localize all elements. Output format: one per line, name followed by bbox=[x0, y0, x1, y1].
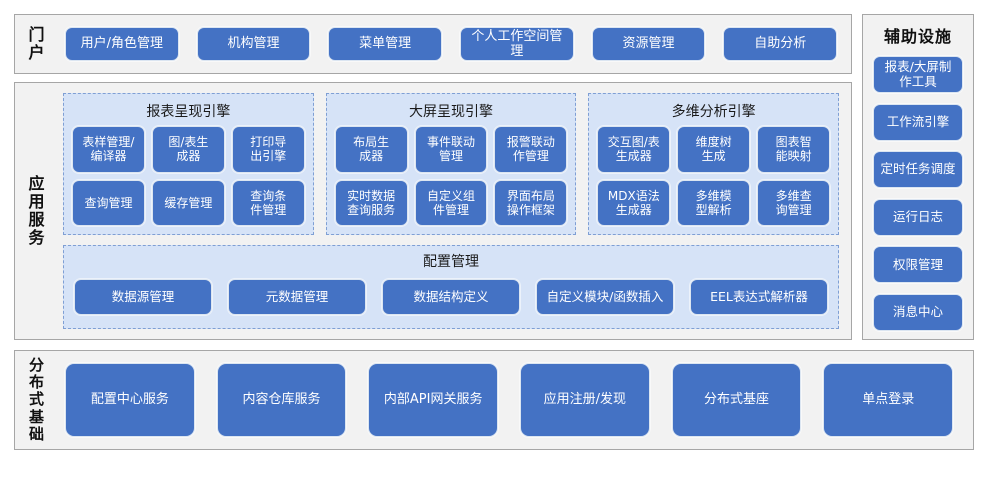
portal-item-org[interactable]: 机构管理 bbox=[196, 27, 311, 61]
application-services-label: 应 用 服 务 bbox=[28, 173, 46, 248]
report-item-cache-manager[interactable]: 缓存管理 bbox=[151, 179, 225, 226]
engine-grid-report: 表样管理/ 编译器 图/表生 成器 打印导 出引擎 查询管理 缓存管理 查询条 … bbox=[72, 126, 305, 226]
config-management-title: 配置管理 bbox=[423, 254, 479, 270]
config-item-datasource[interactable]: 数据源管理 bbox=[74, 279, 212, 315]
engines-row: 报表呈现引擎 表样管理/ 编译器 图/表生 成器 打印导 出引擎 查询管理 缓存… bbox=[63, 93, 840, 235]
aux-item-runtime-log[interactable]: 运行日志 bbox=[873, 198, 963, 236]
bigscreen-item-ui-layout-framework[interactable]: 界面布局 操作框架 bbox=[494, 179, 568, 226]
olap-item-mdx-generator[interactable]: MDX语法 生成器 bbox=[597, 179, 671, 226]
aux-facilities-section: 辅助设施 报表/大屏制 作工具 工作流引擎 定时任务调度 运行日志 权限管理 消… bbox=[862, 14, 974, 340]
bigscreen-item-custom-component[interactable]: 自定义组 件管理 bbox=[414, 179, 488, 226]
engine-title-bigscreen: 大屏呈现引擎 bbox=[409, 104, 493, 120]
aux-item-permission[interactable]: 权限管理 bbox=[873, 246, 963, 284]
distributed-base-label: 分 布 式 基 础 bbox=[28, 356, 45, 443]
portal-item-user-role[interactable]: 用户/角色管理 bbox=[65, 27, 179, 61]
base-item-api-gateway[interactable]: 内部API网关服务 bbox=[368, 363, 499, 437]
portal-item-menu[interactable]: 菜单管理 bbox=[328, 27, 443, 61]
aux-item-message-center[interactable]: 消息中心 bbox=[873, 293, 963, 331]
engine-title-olap: 多维分析引擎 bbox=[671, 104, 756, 120]
bigscreen-item-alarm-linkage[interactable]: 报警联动 作管理 bbox=[494, 126, 568, 173]
report-item-query-condition[interactable]: 查询条 件管理 bbox=[231, 179, 305, 226]
portal-item-self-analysis[interactable]: 自助分析 bbox=[723, 27, 838, 61]
engine-panel-olap: 多维分析引擎 交互图/表 生成器 维度树 生成 图表智 能映射 MDX语法 生成… bbox=[588, 93, 840, 235]
olap-item-dimension-tree[interactable]: 维度树 生成 bbox=[677, 126, 751, 173]
config-item-metadata[interactable]: 元数据管理 bbox=[228, 279, 366, 315]
portal-button-row: 用户/角色管理 机构管理 菜单管理 个人工作空间管理 资源管理 自助分析 bbox=[59, 15, 851, 73]
base-item-distributed-foundation[interactable]: 分布式基座 bbox=[671, 363, 802, 437]
olap-item-model-parser[interactable]: 多维模 型解析 bbox=[677, 179, 751, 226]
config-item-data-structure[interactable]: 数据结构定义 bbox=[382, 279, 520, 315]
base-item-app-registry[interactable]: 应用注册/发现 bbox=[520, 363, 650, 437]
application-services-body: 报表呈现引擎 表样管理/ 编译器 图/表生 成器 打印导 出引擎 查询管理 缓存… bbox=[59, 83, 851, 339]
base-item-sso[interactable]: 单点登录 bbox=[823, 363, 954, 437]
engine-title-report: 报表呈现引擎 bbox=[146, 104, 231, 120]
report-item-print-export[interactable]: 打印导 出引擎 bbox=[231, 126, 305, 173]
distributed-base-section: 分 布 式 基 础 配置中心服务 内容仓库服务 内部API网关服务 应用注册/发… bbox=[14, 350, 974, 450]
aux-facilities-title: 辅助设施 bbox=[883, 27, 952, 46]
config-management-list: 数据源管理 元数据管理 数据结构定义 自定义模块/函数插入 EEL表达式解析器 bbox=[74, 275, 828, 319]
portal-item-workspace[interactable]: 个人工作空间管理 bbox=[460, 27, 574, 61]
aux-item-report-bigscreen-tool[interactable]: 报表/大屏制 作工具 bbox=[873, 56, 963, 93]
report-item-template-manager[interactable]: 表样管理/ 编译器 bbox=[72, 126, 145, 173]
base-item-content-repo[interactable]: 内容仓库服务 bbox=[216, 363, 347, 437]
bigscreen-item-realtime-query[interactable]: 实时数据 查询服务 bbox=[334, 179, 408, 226]
aux-item-scheduled-task[interactable]: 定时任务调度 bbox=[873, 151, 963, 189]
report-item-query-manager[interactable]: 查询管理 bbox=[72, 179, 145, 226]
base-item-config-center[interactable]: 配置中心服务 bbox=[65, 363, 195, 437]
config-item-eel-parser[interactable]: EEL表达式解析器 bbox=[690, 279, 828, 315]
config-item-custom-module[interactable]: 自定义模块/函数插入 bbox=[536, 279, 674, 315]
application-services-section: 应 用 服 务 报表呈现引擎 表样管理/ 编译器 图/表生 成器 打印导 出引擎… bbox=[14, 82, 852, 340]
bigscreen-item-event-linkage[interactable]: 事件联动 管理 bbox=[414, 126, 488, 173]
engine-panel-report: 报表呈现引擎 表样管理/ 编译器 图/表生 成器 打印导 出引擎 查询管理 缓存… bbox=[63, 93, 314, 235]
olap-item-chart-smart-mapping[interactable]: 图表智 能映射 bbox=[757, 126, 831, 173]
olap-item-query-manager[interactable]: 多维查 询管理 bbox=[757, 179, 831, 226]
report-item-chart-generator[interactable]: 图/表生 成器 bbox=[151, 126, 225, 173]
config-management-panel: 配置管理 数据源管理 元数据管理 数据结构定义 自定义模块/函数插入 EEL表达… bbox=[63, 245, 839, 329]
bigscreen-item-layout-generator[interactable]: 布局生 成器 bbox=[334, 126, 408, 173]
olap-item-interactive-chart[interactable]: 交互图/表 生成器 bbox=[597, 126, 671, 173]
portal-section: 门 户 用户/角色管理 机构管理 菜单管理 个人工作空间管理 资源管理 自助分析 bbox=[14, 14, 852, 74]
aux-item-workflow-engine[interactable]: 工作流引擎 bbox=[873, 103, 963, 141]
engine-grid-bigscreen: 布局生 成器 事件联动 管理 报警联动 作管理 实时数据 查询服务 自定义组 件… bbox=[334, 126, 568, 226]
aux-facilities-list: 报表/大屏制 作工具 工作流引擎 定时任务调度 运行日志 权限管理 消息中心 bbox=[873, 56, 963, 331]
portal-item-resource[interactable]: 资源管理 bbox=[591, 27, 706, 61]
portal-section-label: 门 户 bbox=[28, 24, 46, 62]
engine-grid-olap: 交互图/表 生成器 维度树 生成 图表智 能映射 MDX语法 生成器 多维模 型… bbox=[597, 126, 831, 226]
engine-panel-bigscreen: 大屏呈现引擎 布局生 成器 事件联动 管理 报警联动 作管理 实时数据 查询服务… bbox=[325, 93, 577, 235]
distributed-base-list: 配置中心服务 内容仓库服务 内部API网关服务 应用注册/发现 分布式基座 单点… bbox=[59, 351, 973, 449]
